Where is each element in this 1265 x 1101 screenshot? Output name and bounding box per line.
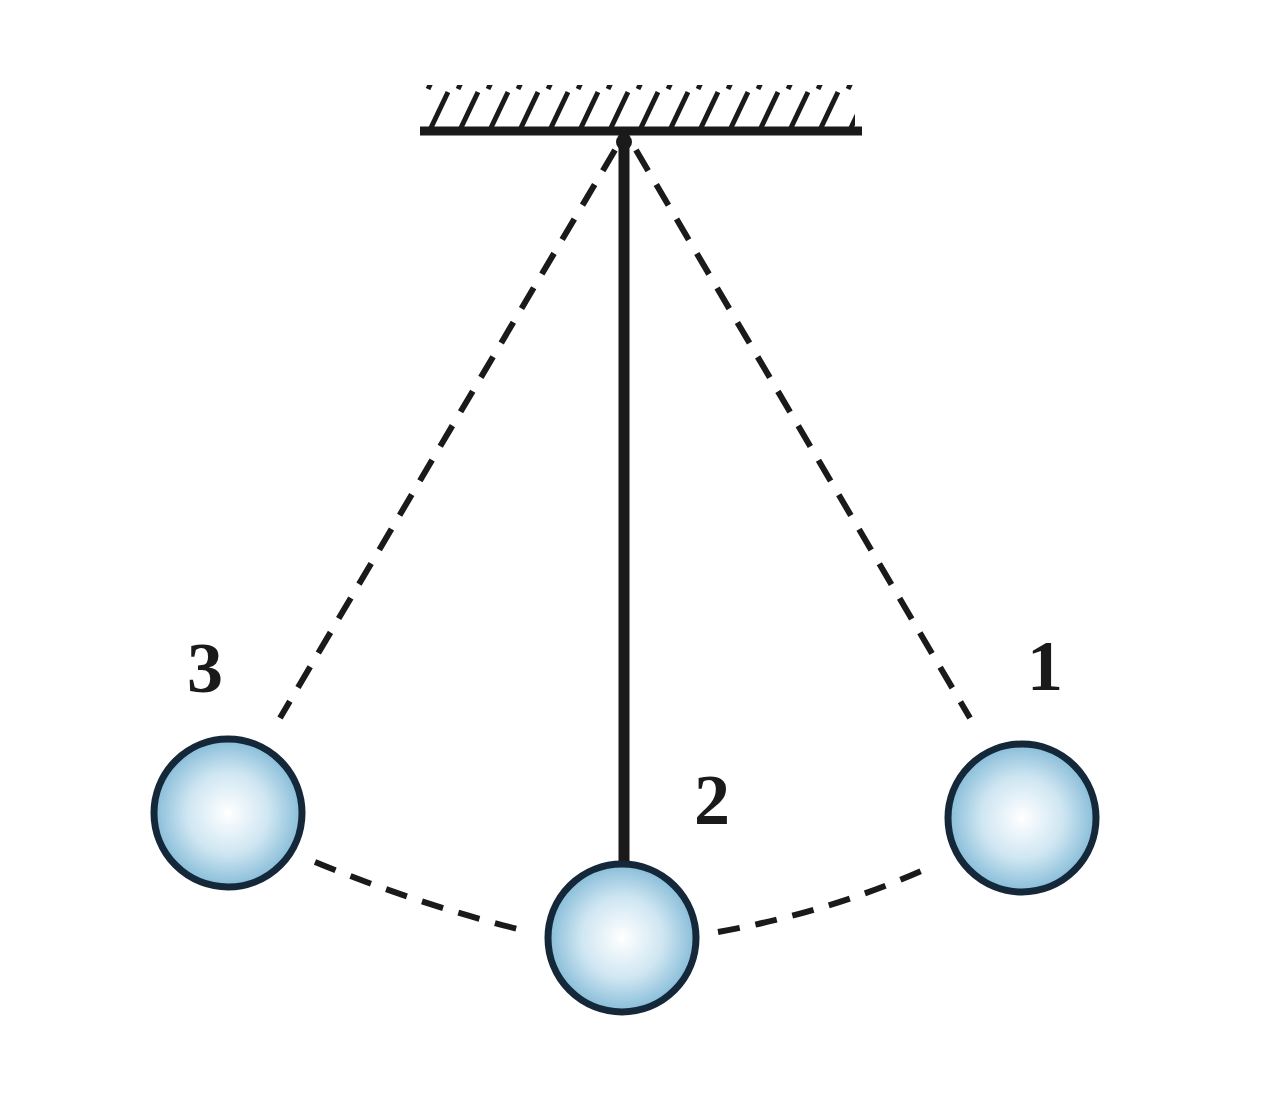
pivot	[616, 134, 632, 150]
position-number: 2	[694, 764, 730, 836]
pendulum-ball	[948, 744, 1096, 892]
pendulum-ball	[548, 864, 696, 1012]
dashed-arc	[718, 868, 928, 932]
dashed-arc	[315, 862, 522, 930]
dashed-string	[280, 150, 615, 718]
dashed-string	[636, 150, 970, 718]
pendulum-string	[619, 135, 630, 866]
ceiling-hatch	[425, 85, 855, 128]
ceiling	[420, 127, 862, 136]
pendulum-ball	[154, 739, 302, 887]
position-number: 3	[187, 632, 223, 704]
position-number: 1	[1027, 630, 1063, 702]
